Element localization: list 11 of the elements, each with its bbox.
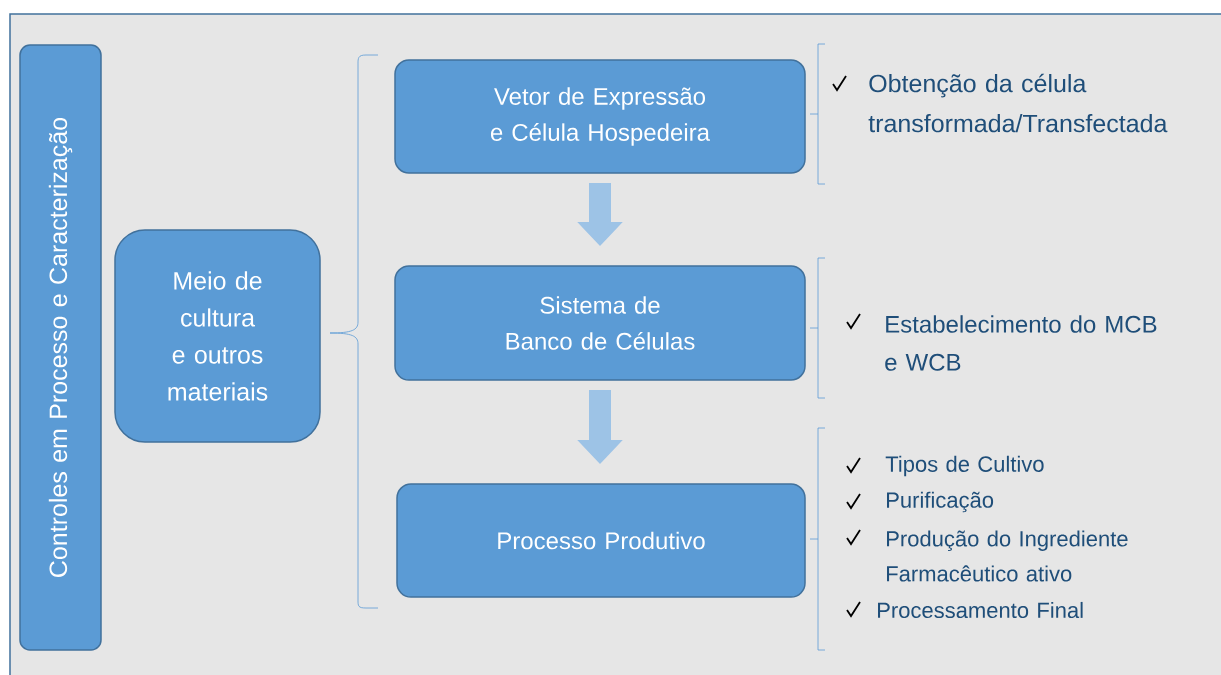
checklist-item: Estabelecimento do MCB e WCB xyxy=(885,315,1157,371)
checklist-item: Purificação xyxy=(887,491,994,513)
checklist-item: Tipos de Cultivo xyxy=(885,455,1044,477)
material-box: Meio de cultura e outros materiais xyxy=(114,229,321,443)
checklist-item: Obtenção da célula transformada/Transfectada xyxy=(868,73,1168,133)
process-box: Sistema de Banco de Células xyxy=(394,265,806,381)
side-bar: Controles em Processo e Caracterização xyxy=(19,44,102,651)
checklist-item: Processamento Final xyxy=(878,601,1083,619)
process-box: Processo Produtivo xyxy=(396,483,806,598)
process-box: Vetor de Expressão e Célula Hospedeira xyxy=(394,59,806,174)
checklist-item: Produção do Ingrediente Farmacêutico ativo xyxy=(887,530,1128,582)
